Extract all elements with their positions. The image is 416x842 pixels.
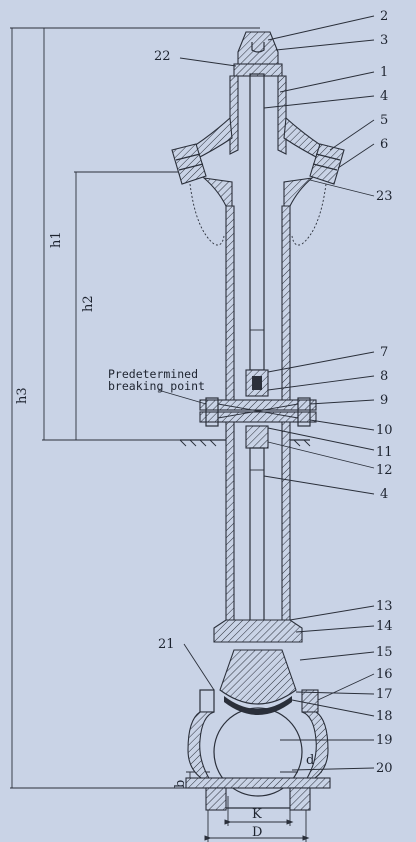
lower-spindle xyxy=(249,447,265,637)
operating-nut-cap xyxy=(237,31,279,67)
callout-18: 18 xyxy=(376,709,393,724)
main-valve-cone xyxy=(219,649,297,705)
callout-8: 8 xyxy=(380,369,388,384)
callout-6: 6 xyxy=(380,137,388,152)
callout-2: 2 xyxy=(380,9,388,24)
callout-4-lower: 4 xyxy=(380,487,388,502)
upper-spindle xyxy=(249,73,265,371)
h3-label: h3 xyxy=(15,387,30,404)
base-flange xyxy=(185,777,331,789)
upper-barrel-right-wall xyxy=(281,205,291,401)
right-coupling xyxy=(309,143,345,185)
dimension-lines xyxy=(10,27,322,842)
callout-12: 12 xyxy=(376,463,393,478)
note-line-1: Predetermined xyxy=(108,367,198,381)
lower-barrel-left-wall xyxy=(225,421,235,629)
callout-19: 19 xyxy=(376,733,393,748)
callout-20: 20 xyxy=(376,761,393,776)
lower-barrel-right-wall xyxy=(281,421,291,629)
valve-ball xyxy=(213,707,303,797)
break-coupling xyxy=(245,425,269,449)
callout-4-upper: 4 xyxy=(380,89,388,104)
dimension-labels: h1 h2 h3 b K D d xyxy=(15,231,314,840)
callout-21: 21 xyxy=(158,637,175,652)
callout-7: 7 xyxy=(380,345,388,360)
d-label: d xyxy=(306,753,314,768)
h2-label: h2 xyxy=(81,295,96,312)
callout-17: 17 xyxy=(376,687,393,702)
upper-barrel-left-wall xyxy=(225,205,235,401)
break-flange-upper xyxy=(199,399,317,411)
callout-11: 11 xyxy=(376,445,393,460)
callout-23: 23 xyxy=(376,189,393,204)
callout-15: 15 xyxy=(376,645,393,660)
callout-16: 16 xyxy=(376,667,393,682)
left-coupling xyxy=(171,143,207,185)
callout-5: 5 xyxy=(380,113,388,128)
callout-3: 3 xyxy=(380,33,388,48)
k-label: K xyxy=(252,807,262,822)
note-line-2: breaking point xyxy=(108,379,205,393)
callout-10: 10 xyxy=(376,423,393,438)
hydrant-body xyxy=(171,31,345,811)
callout-labels: 2 3 22 1 4 5 6 23 7 8 9 10 11 12 4 13 14… xyxy=(154,9,393,776)
callout-9: 9 xyxy=(380,393,388,408)
valve-housing-flange xyxy=(213,619,303,643)
leader-lines xyxy=(157,15,375,771)
callout-14: 14 xyxy=(376,619,393,634)
left-flange-bolt xyxy=(205,397,219,427)
callout-1: 1 xyxy=(380,65,388,80)
b-label: b xyxy=(173,780,188,788)
right-flange-bolt xyxy=(297,397,311,427)
callout-13: 13 xyxy=(376,599,393,614)
drain-plug xyxy=(301,689,319,713)
breaking-point-note: Predetermined breaking point xyxy=(108,367,205,393)
break-flange-lower xyxy=(199,411,317,423)
callout-22: 22 xyxy=(154,49,171,64)
top-bonnet xyxy=(233,63,283,77)
d-outer-label: D xyxy=(252,825,262,840)
left-housing-bolt xyxy=(199,689,215,713)
h1-label: h1 xyxy=(49,231,64,248)
